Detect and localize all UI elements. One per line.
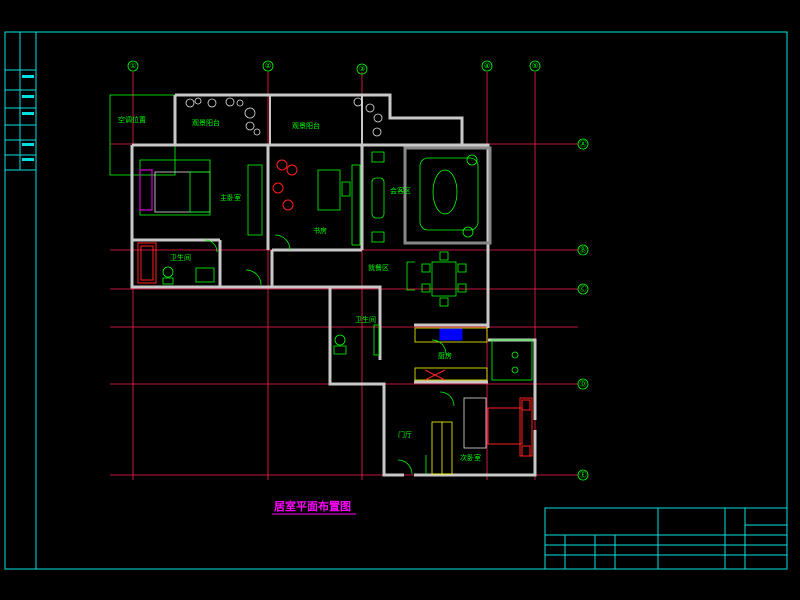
axis-label-right: Ⓐ [580, 140, 587, 148]
axis-label-top: ④ [484, 62, 490, 70]
plant-icon [185, 97, 383, 137]
room-label-master-bedroom: 主卧室 [220, 193, 241, 202]
bath-mid-fixtures [333, 324, 380, 356]
kitchen-fixtures [414, 327, 533, 381]
room-label-study: 书房 [313, 226, 327, 235]
axis-label-top: ① [130, 62, 136, 70]
entry-cabinet [425, 421, 453, 475]
axis-label-top: ③ [359, 65, 365, 73]
left-title-strip [5, 32, 36, 171]
inner-frame [35, 31, 788, 570]
axis-label-right: Ⓓ [580, 380, 587, 388]
axis-grid-horizontal [110, 143, 578, 476]
room-label-bedroom2: 次卧室 [460, 453, 481, 462]
room-label-kitchen: 厨房 [438, 351, 452, 360]
axis-markers-top: ① ② ③ ④ ⑤ [127, 60, 541, 75]
axis-label-right: Ⓔ [580, 471, 587, 479]
drawing-title: 居室平面布置图 [274, 499, 351, 513]
door-swings [204, 234, 455, 475]
second-bed [463, 397, 533, 457]
master-bed [139, 159, 211, 216]
room-label-balcony-left: 观景阳台 [192, 118, 220, 127]
axis-label-top: ② [265, 62, 271, 70]
axis-grid-vertical [132, 72, 536, 480]
room-label-living: 会客区 [390, 186, 411, 195]
wardrobe [247, 164, 263, 236]
title-block [544, 507, 788, 570]
axis-label-right: Ⓑ [580, 246, 587, 254]
axis-label-right: Ⓒ [580, 285, 587, 293]
outer-frame [4, 31, 788, 570]
bathtub [137, 242, 157, 284]
room-label-entry: 门厅 [398, 430, 412, 439]
room-label-aircon: 空调位置 [118, 115, 146, 124]
living-sofa-set [371, 146, 492, 245]
room-label-bath-top: 卫生间 [170, 253, 191, 262]
walls [130, 143, 537, 477]
balconies [173, 93, 464, 145]
dining-table [406, 251, 467, 307]
axis-label-top: ⑤ [532, 62, 538, 70]
aircon-area [109, 94, 176, 176]
study-furniture [272, 159, 361, 246]
room-label-dining: 就餐区 [368, 263, 389, 272]
room-label-bath-mid: 卫生间 [355, 315, 376, 324]
axis-markers-right: Ⓐ Ⓑ Ⓒ Ⓓ Ⓔ [577, 138, 589, 481]
toilet-icon [162, 266, 215, 285]
room-label-balcony-mid: 观景阳台 [292, 121, 320, 130]
